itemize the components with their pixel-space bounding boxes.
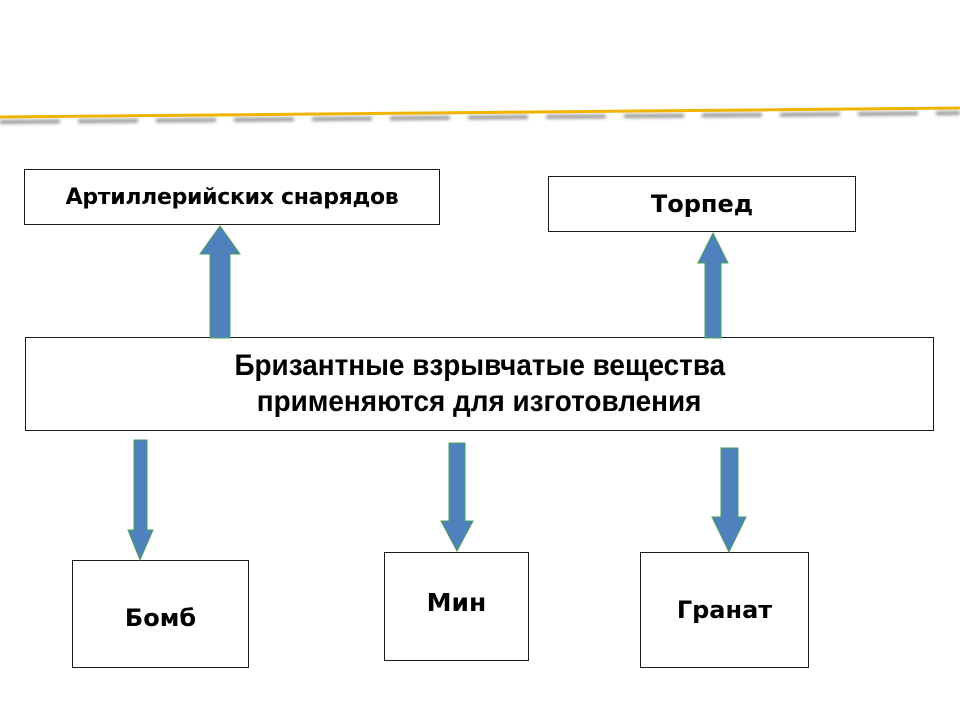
label-bombs: Бомб bbox=[124, 604, 197, 632]
header-line-gold bbox=[0, 106, 960, 119]
label-mines: Мин bbox=[426, 588, 487, 617]
arrow-up-to-torpedoes-icon bbox=[697, 231, 729, 339]
central-concept-line-1: Бризантные взрывчатые вещества bbox=[234, 349, 725, 382]
decorative-header-line bbox=[0, 106, 960, 124]
label-artillery-shells: Артиллерийских снарядов bbox=[65, 184, 399, 210]
box-bombs: Бомб bbox=[72, 560, 249, 668]
header-line-shadow bbox=[0, 111, 960, 124]
box-grenades: Гранат bbox=[640, 552, 809, 668]
box-artillery-shells: Артиллерийских снарядов bbox=[24, 169, 440, 225]
box-central-concept: Бризантные взрывчатые вещества применяют… bbox=[25, 337, 934, 431]
arrow-up-to-artillery-icon bbox=[199, 225, 241, 339]
label-torpedoes: Торпед bbox=[650, 190, 754, 218]
arrow-down-to-mines-icon bbox=[440, 442, 474, 553]
central-concept-line-2: применяются для изготовления bbox=[257, 385, 702, 418]
box-torpedoes: Торпед bbox=[548, 176, 856, 232]
arrow-down-to-bombs-icon bbox=[127, 439, 154, 562]
box-mines: Мин bbox=[384, 552, 529, 661]
arrow-down-to-grenades-icon bbox=[711, 447, 747, 554]
label-grenades: Гранат bbox=[676, 596, 773, 624]
